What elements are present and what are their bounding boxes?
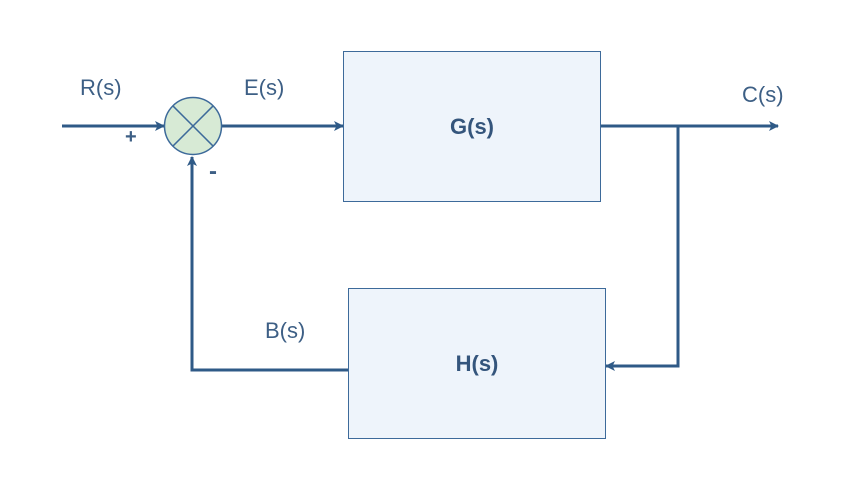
- input-signal-label: R(s): [80, 75, 122, 100]
- summing-junction: [163, 96, 223, 156]
- error-signal-label: E(s): [244, 75, 285, 100]
- plus-sign: +: [125, 126, 137, 148]
- feedback-block-h: H(s): [348, 288, 606, 439]
- forward-block-g: G(s): [343, 51, 601, 202]
- minus-sign: -: [209, 158, 217, 185]
- feedback-block-label: H(s): [455, 350, 499, 376]
- feedback-branch-line: [605, 126, 680, 371]
- output-signal-label: C(s): [742, 82, 784, 107]
- forward-block-label: G(s): [450, 113, 494, 139]
- feedback-signal-label: B(s): [265, 318, 306, 343]
- feedback-return-line: [187, 156, 348, 372]
